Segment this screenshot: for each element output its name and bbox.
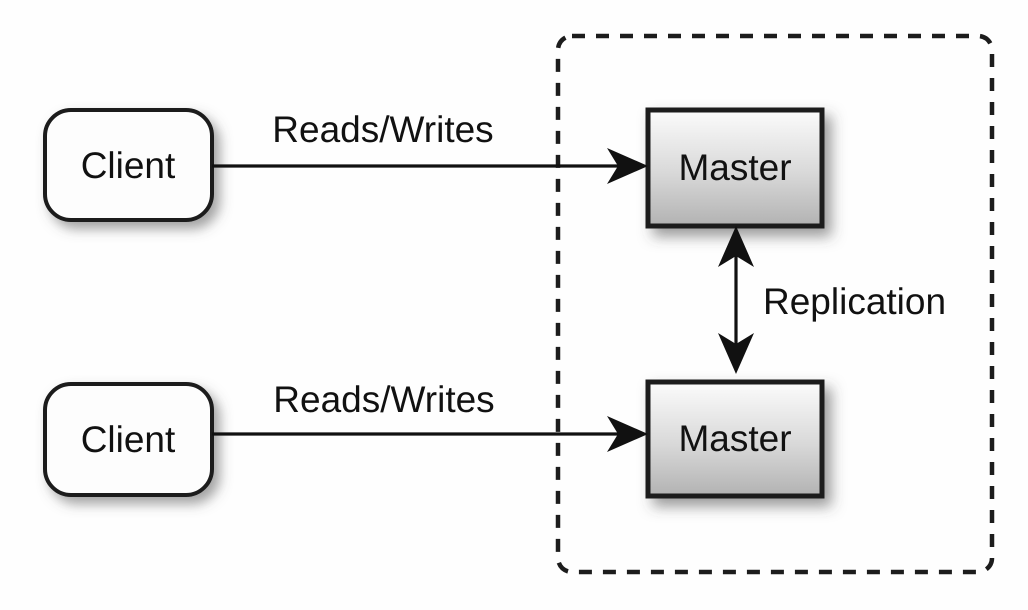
client-top-label: Client xyxy=(81,145,176,186)
edge-client-bottom-to-master-bottom: Reads/Writes xyxy=(212,379,648,452)
edge-label-reads-writes-bottom: Reads/Writes xyxy=(273,379,494,420)
edge-client-top-to-master-top: Reads/Writes xyxy=(212,109,648,184)
cluster-boundary xyxy=(555,33,995,575)
edge-label-reads-writes-top: Reads/Writes xyxy=(272,109,493,150)
node-master-bottom[interactable]: Master xyxy=(645,379,825,499)
client-bottom-label: Client xyxy=(81,419,176,460)
arrow-head-replication-up xyxy=(718,226,754,267)
master-bottom-label: Master xyxy=(678,418,791,459)
edge-master-replication: Replication xyxy=(718,226,946,374)
arrow-head-top xyxy=(607,148,648,184)
edge-label-replication: Replication xyxy=(763,281,946,322)
node-client-bottom[interactable]: Client xyxy=(43,382,214,497)
arrow-head-bottom xyxy=(607,416,648,452)
client-bottom-shape xyxy=(43,382,214,497)
master-top-shape xyxy=(645,107,825,229)
arrow-head-replication-down xyxy=(718,333,754,374)
master-top-label: Master xyxy=(678,147,791,188)
node-client-top[interactable]: Client xyxy=(43,108,214,222)
node-master-top[interactable]: Master xyxy=(645,107,825,229)
master-bottom-shape xyxy=(645,379,825,499)
